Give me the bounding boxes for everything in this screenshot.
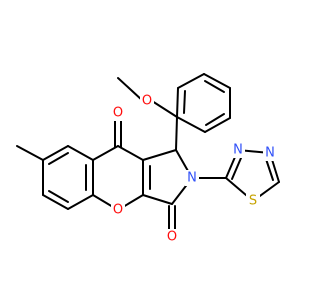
bond-ring-c-ketone bbox=[117, 145, 144, 161]
bond-o-aryl bbox=[151, 100, 178, 118]
atom-o-lactam: O bbox=[165, 229, 179, 245]
bond-benzo-6 bbox=[67, 145, 94, 161]
atom-n-ring-label: N bbox=[187, 171, 197, 186]
bond-ph-6 bbox=[176, 116, 206, 133]
bond-td-c2-n3-inner bbox=[231, 157, 242, 180]
atom-n-thiadiazole-1: N bbox=[231, 142, 245, 158]
molecule-structure-diagram: O O O O N N N S bbox=[16, 73, 280, 245]
atom-s-thiadiazole-label: S bbox=[249, 194, 257, 209]
bond-benzo-5 bbox=[42, 145, 69, 161]
bond-ph-1 bbox=[176, 87, 179, 118]
bond-benzo-methyl bbox=[16, 145, 44, 161]
bond-ph-1-inner bbox=[183, 90, 186, 114]
atom-o-lactam-label: O bbox=[167, 230, 177, 245]
bond-ph-2 bbox=[177, 73, 205, 89]
bond-ph-5-inner bbox=[205, 113, 225, 126]
atom-o-ring-label: O bbox=[113, 203, 123, 218]
atom-s-thiadiazole: S bbox=[246, 193, 260, 209]
bond-ch-ring-c bbox=[142, 149, 177, 161]
bond-td-n4-c5-inner bbox=[265, 158, 274, 181]
atom-n-thiadiazole-1-label: N bbox=[233, 143, 243, 158]
atom-o-methoxy: O bbox=[140, 93, 154, 109]
bond-ph-5 bbox=[204, 117, 231, 133]
atom-o-ketone-label: O bbox=[113, 106, 123, 121]
bond-co-fused bbox=[142, 194, 173, 205]
bond-benzo-3 bbox=[42, 194, 69, 210]
atom-o-methoxy-label: O bbox=[142, 94, 152, 109]
atom-o-ring: O bbox=[111, 202, 125, 218]
bond-benzo-5-inner bbox=[48, 152, 69, 165]
bond-ketone-benzo bbox=[92, 145, 119, 161]
atom-o-ketone: O bbox=[111, 105, 125, 121]
bond-aryl-ch bbox=[175, 116, 178, 151]
atom-layer: O O O O N N N S bbox=[111, 93, 277, 245]
atom-n-thiadiazole-2: N bbox=[263, 145, 277, 161]
bond-benzo-3-inner bbox=[48, 190, 69, 203]
bond-ph-3-inner bbox=[204, 80, 225, 93]
bond-methyl-o bbox=[117, 77, 144, 102]
atom-n-ring: N bbox=[185, 170, 199, 186]
bond-benzo-2 bbox=[67, 194, 94, 210]
bond-ph-3 bbox=[203, 73, 231, 89]
atom-n-thiadiazole-2-label: N bbox=[265, 146, 275, 161]
